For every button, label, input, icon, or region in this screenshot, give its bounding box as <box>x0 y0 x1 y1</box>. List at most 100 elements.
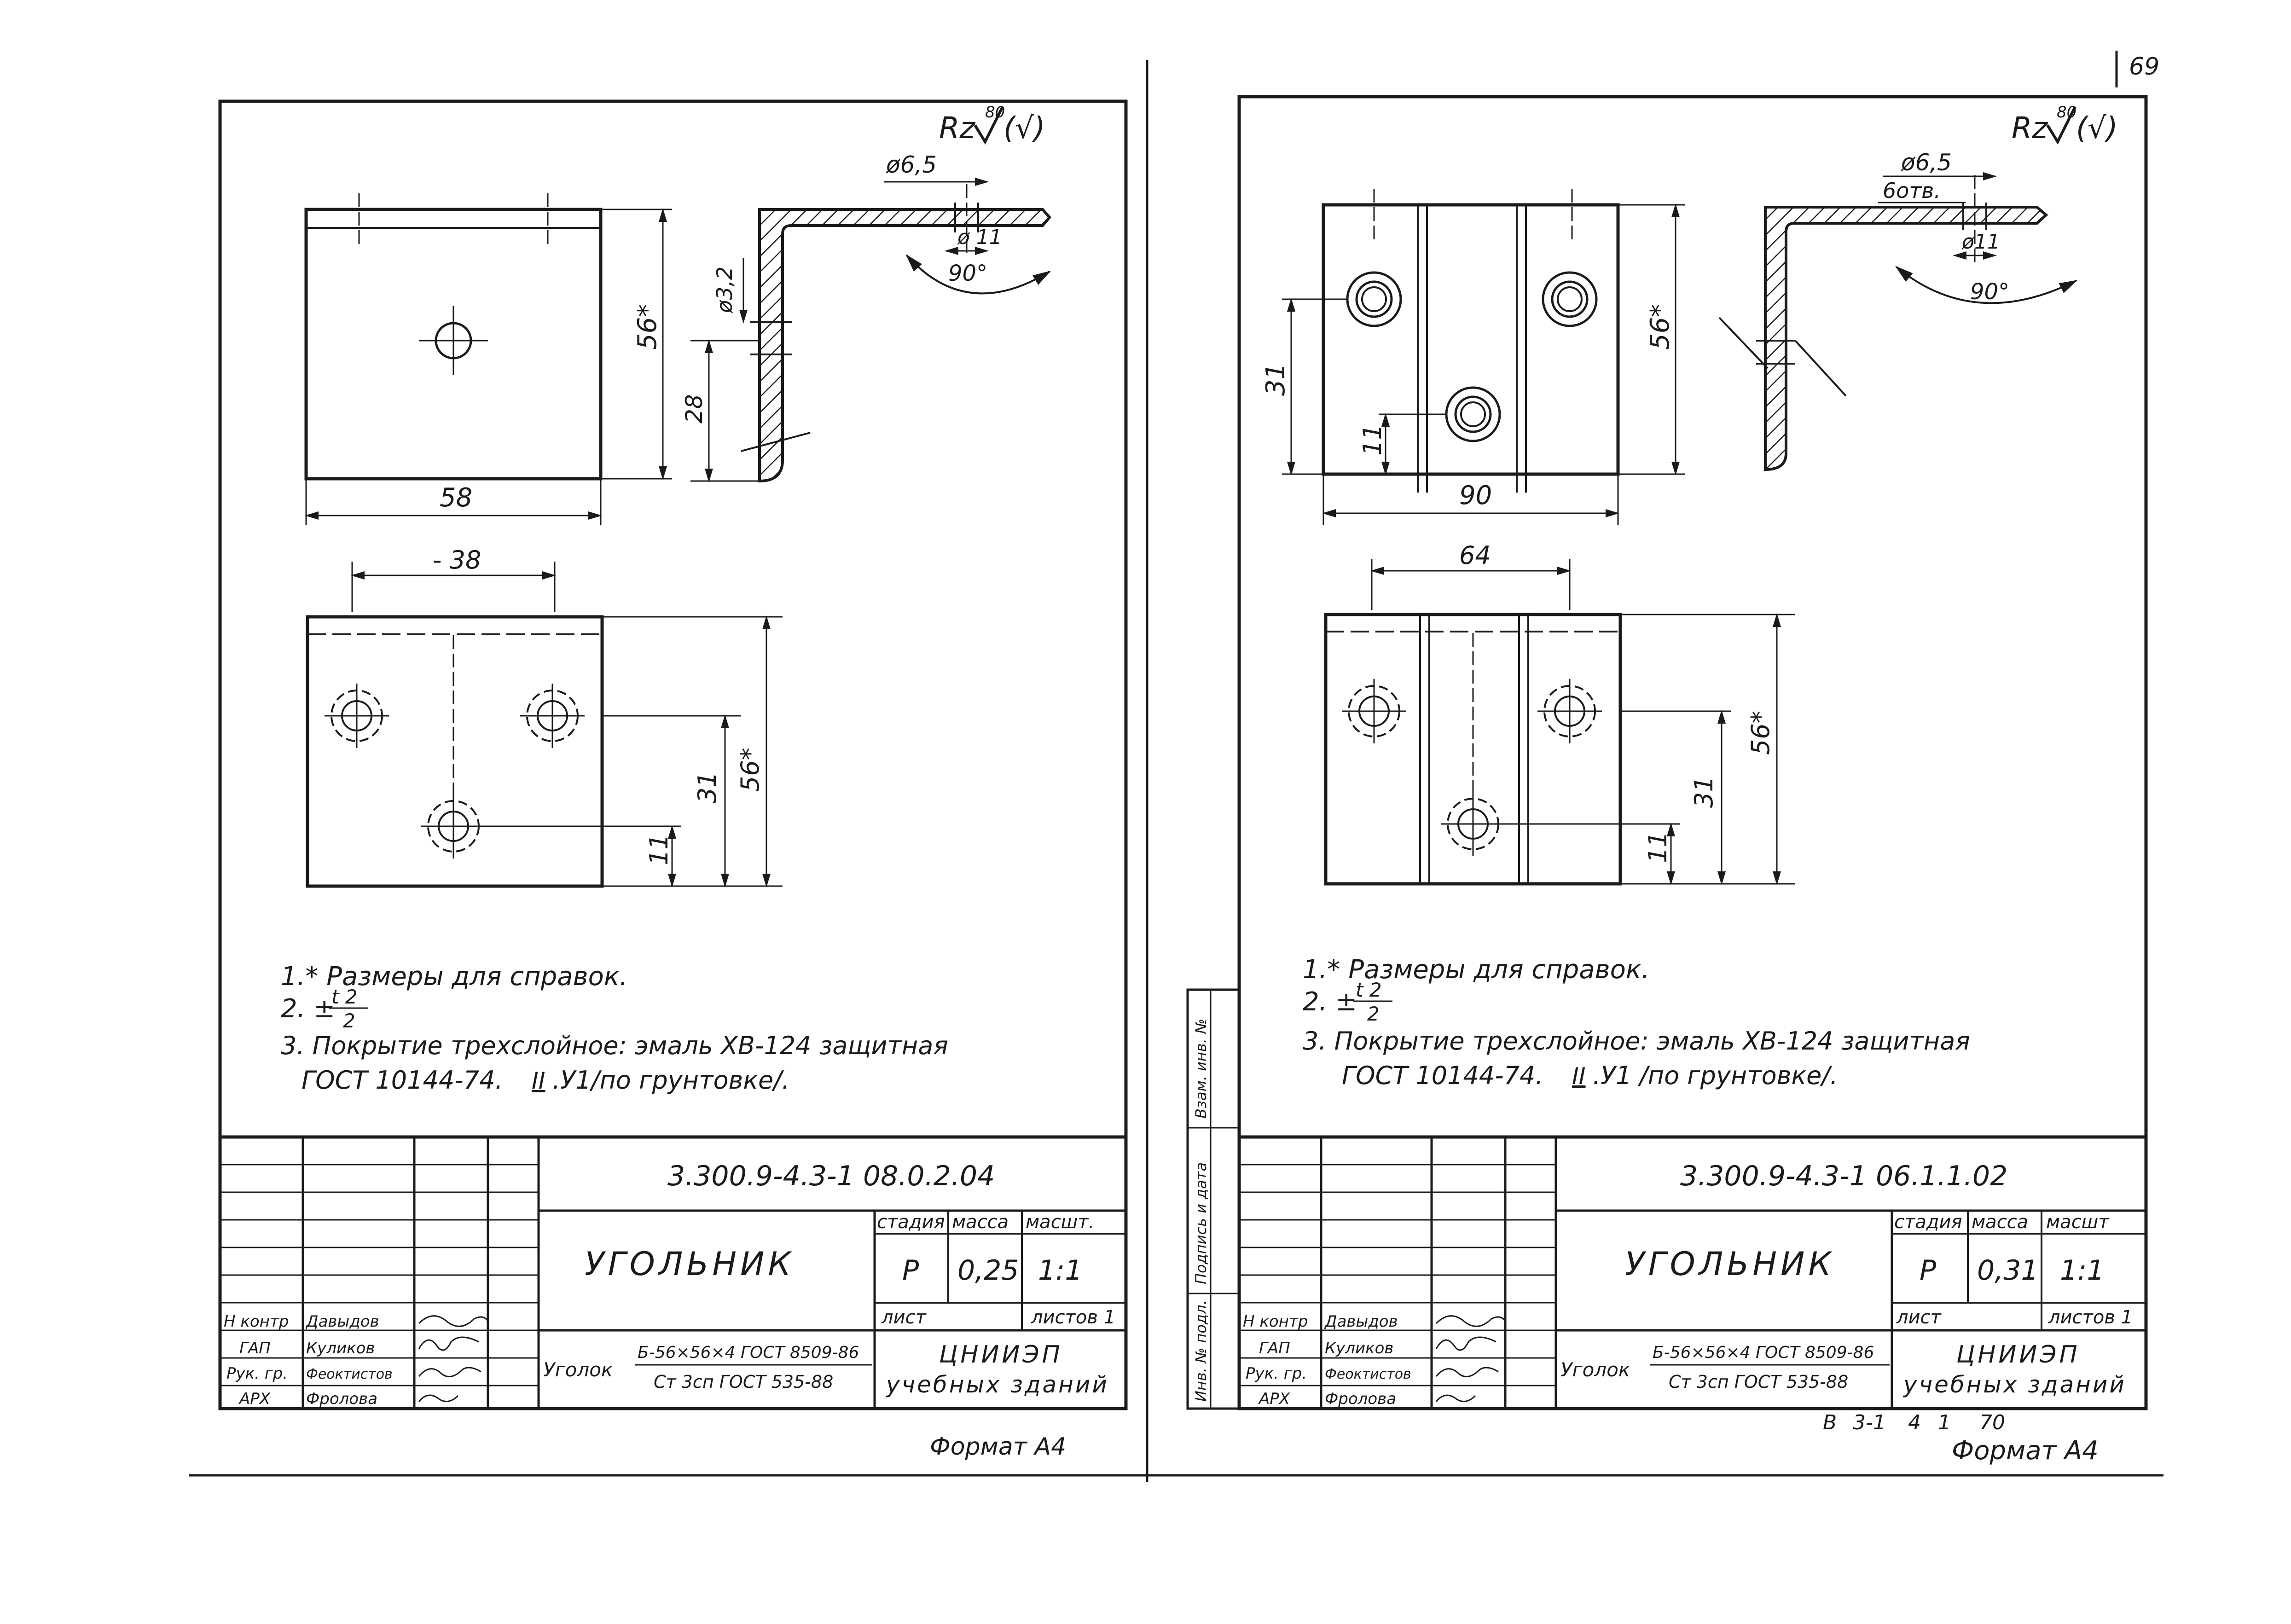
left-top-plate <box>306 615 604 888</box>
right-format-label: Формат А4 <box>1952 1436 2099 1466</box>
left-material-top: Б-56×56×4 ГОСТ 8509-86 <box>638 1343 859 1362</box>
left-frame <box>218 99 1128 1410</box>
left-header-stage: стадия <box>877 1212 945 1233</box>
right-tolerance-denominator: 2 <box>1367 1003 1380 1025</box>
right-code-4: 1 <box>1938 1411 1951 1434</box>
right-signature-3 <box>1435 1367 1499 1378</box>
right-front-width-label: 90 <box>1459 481 1492 510</box>
right-material-top: Б-56×56×4 ГОСТ 8509-86 <box>1653 1343 1874 1362</box>
right-stamp-inventory: Инв. № подл. <box>1192 1300 1210 1402</box>
right-role-4: АРХ <box>1258 1390 1290 1408</box>
right-role-2: ГАП <box>1259 1339 1290 1357</box>
right-hole-label: ø11 <box>1961 230 2000 254</box>
right-note-1: 1.* Размеры для справок. <box>1303 955 1650 985</box>
left-note-2: 2. ± <box>281 994 335 1024</box>
left-roughness-suffix: (√) <box>1003 111 1045 145</box>
left-tolerance-denominator: 2 <box>343 1009 355 1032</box>
left-offset-label: 28 <box>681 394 708 423</box>
left-sheets-label: листов 1 <box>1031 1307 1115 1328</box>
left-signature-1 <box>418 1315 489 1327</box>
right-archive-code: В 3-1 4 1 70 <box>1823 1411 2005 1434</box>
right-org-line1: ЦНИИЭП <box>1956 1341 2080 1369</box>
right-name-2: Куликов <box>1325 1339 1393 1357</box>
left-role-3: Рук. гр. <box>226 1364 288 1383</box>
right-top-height-label: 56* <box>1746 711 1775 755</box>
right-top-view: 64 11 31 56* <box>1324 541 1795 886</box>
right-front-hole-3-outer <box>1445 386 1501 442</box>
left-front-height-label: 56* <box>632 304 662 350</box>
left-note-5: .У1/по грунтовке/. <box>552 1066 790 1095</box>
left-note-4: ГОСТ 10144-74. <box>302 1066 503 1095</box>
right-roughness-prefix: Rz <box>2012 111 2048 145</box>
right-part-name: УГОЛЬНИК <box>1625 1245 1835 1283</box>
left-part-name: УГОЛЬНИК <box>585 1245 795 1283</box>
right-sheet-label: лист <box>1896 1307 1942 1328</box>
right-front-view: 31 11 90 56* <box>1261 189 1685 525</box>
right-front-hole-1 <box>1355 280 1393 318</box>
left-top-height-label: 56* <box>736 748 765 792</box>
right-front-hole-2-outer <box>1542 271 1598 327</box>
right-name-1: Давыдов <box>1324 1312 1398 1331</box>
right-weld-mark-a <box>1718 317 1769 369</box>
right-countersink-label: ø6,5 <box>1901 149 1952 176</box>
right-header-scale: масшт <box>2046 1212 2110 1233</box>
right-top-spacing-label: 64 <box>1459 541 1491 570</box>
left-title-block: 3.300.9-4.3-1 08.0.2.04 УГОЛЬНИК стадия … <box>220 1135 1126 1409</box>
left-signature-3 <box>418 1367 481 1378</box>
right-roughness-check-icon <box>2046 106 2076 145</box>
right-title-block: 3.300.9-4.3-1 06.1.1.02 УГОЛЬНИК стадия … <box>1239 1135 2146 1409</box>
right-header-stage: стадия <box>1894 1212 1962 1233</box>
right-front-hole-2-inner <box>1557 286 1583 312</box>
left-front-plate <box>304 208 603 481</box>
left-role-4: АРХ <box>238 1390 271 1408</box>
right-sheets-label: листов 1 <box>2048 1307 2133 1328</box>
left-material-label: Уголок <box>543 1358 613 1381</box>
right-angle-section <box>1764 206 2048 471</box>
right-name-3: Феоктистов <box>1325 1366 1411 1382</box>
left-name-1: Давыдов <box>305 1312 379 1331</box>
right-header-mass: масса <box>1972 1212 2028 1233</box>
right-role-1: Н контр <box>1243 1312 1308 1331</box>
right-code-1: В <box>1823 1411 1837 1434</box>
right-value-scale: 1:1 <box>2060 1254 2105 1287</box>
right-value-mass: 0,31 <box>1977 1254 2039 1287</box>
right-sheet: Взам. инв. № Подпись и дата Инв. № подл.… <box>1186 95 2148 1466</box>
left-roman-grade: II <box>532 1067 545 1094</box>
right-stamp-signature: Подпись и дата <box>1192 1162 1210 1284</box>
right-front-hole-1-outer <box>1346 271 1402 327</box>
left-org-line1: ЦНИИЭП <box>939 1341 1063 1369</box>
right-code-2: 3-1 <box>1853 1411 1886 1434</box>
right-note-5: .У1 /по грунтовке/. <box>1593 1061 1838 1090</box>
left-top-view: - 38 11 31 56* <box>306 545 783 888</box>
left-note-3: 3. Покрытие трехслойное: эмаль ХВ-124 за… <box>281 1031 948 1060</box>
right-front-offset-b-label: 31 <box>1261 363 1291 396</box>
left-sheet: Rz 80 (√) 58 56* <box>218 99 1128 1461</box>
left-value-scale: 1:1 <box>1038 1254 1083 1287</box>
left-header-mass: масса <box>952 1212 1009 1233</box>
left-top-offset-a-label: 11 <box>644 834 673 865</box>
right-side-stamp <box>1186 988 1241 1410</box>
right-notes: 1.* Размеры для справок. 2. ± t 2 2 3. П… <box>1303 955 1970 1090</box>
left-angle-label: 90° <box>948 261 987 286</box>
right-front-hole-3 <box>1454 395 1492 433</box>
right-designation: 3.300.9-4.3-1 06.1.1.02 <box>1680 1160 2007 1192</box>
right-front-hole-3-inner <box>1460 401 1486 427</box>
left-front-width-label: 58 <box>440 483 472 513</box>
right-role-3: Рук. гр. <box>1246 1364 1307 1383</box>
right-front-height-label: 56* <box>1645 304 1675 350</box>
right-org-line2: учебных зданий <box>1902 1371 2126 1398</box>
right-tolerance-numerator: t 2 <box>1356 979 1382 1001</box>
right-weld-mark-b <box>1794 340 1847 397</box>
right-signature-2 <box>1435 1336 1496 1351</box>
right-front-hole-2 <box>1551 280 1589 318</box>
right-signature-4 <box>1435 1394 1476 1402</box>
right-front-hole-1-inner <box>1361 286 1387 312</box>
left-thickness-label: ø3,2 <box>712 267 737 313</box>
right-front-offset-a-label: 11 <box>1358 424 1387 456</box>
right-material-label: Уголок <box>1560 1358 1630 1381</box>
right-code-5: 70 <box>1979 1411 2005 1434</box>
left-angle-section <box>758 208 1051 483</box>
left-name-3: Феоктистов <box>306 1366 393 1382</box>
right-top-offset-a-label: 11 <box>1643 831 1672 863</box>
